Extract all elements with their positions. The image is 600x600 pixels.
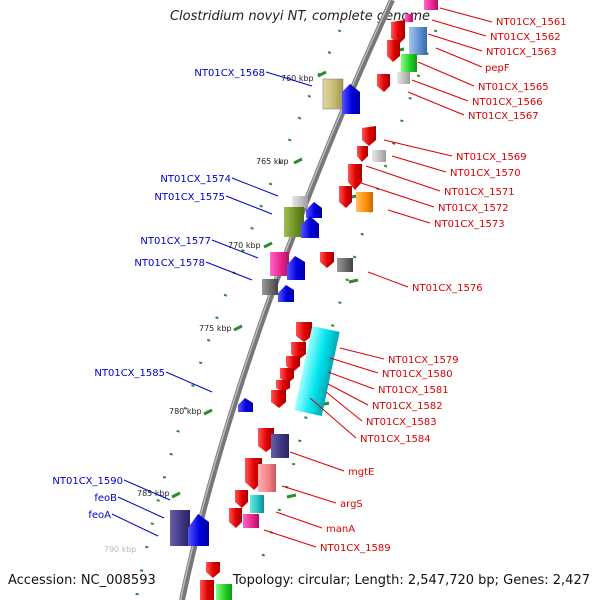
tick-label-790: 790 kbp bbox=[104, 545, 137, 554]
gene-nt01cx-1568-b bbox=[342, 84, 360, 114]
gene-pepf bbox=[424, 0, 438, 10]
gene-nt01cx-1567 bbox=[397, 72, 410, 84]
map-title: Clostridium novyi NT, complete genome bbox=[169, 9, 431, 24]
gene-nt01cx-1580 bbox=[294, 326, 340, 416]
gene-nt01cx-1561 bbox=[391, 20, 405, 45]
right-leaders bbox=[263, 7, 493, 548]
label-nt01cx-1576[interactable]: NT01CX_1576 bbox=[412, 283, 483, 294]
gene-nt01cx-1566 bbox=[401, 54, 417, 72]
gene-nt01cx-1589 bbox=[243, 514, 259, 528]
label-nt01cx-1573[interactable]: NT01CX_1573 bbox=[434, 219, 505, 230]
tick-label-785: 785 kbp bbox=[137, 489, 170, 498]
gene-args bbox=[245, 458, 262, 490]
gene-nt01cx-1563 bbox=[409, 27, 427, 55]
gene-nt01cx-1570-b bbox=[357, 146, 368, 162]
gene-nt01cx-1584 bbox=[271, 390, 286, 408]
label-nt01cx-1562[interactable]: NT01CX_1562 bbox=[490, 32, 561, 43]
tick-label-760: 760 kbp bbox=[281, 74, 314, 83]
gene-nt01cx-1570 bbox=[372, 150, 386, 162]
gene-nt01cx-1577 bbox=[270, 252, 289, 276]
label-args[interactable]: argS bbox=[340, 499, 363, 510]
label-nt01cx-1568[interactable]: NT01CX_1568 bbox=[194, 68, 265, 79]
label-nt01cx-1566[interactable]: NT01CX_1566 bbox=[472, 97, 543, 108]
label-nt01cx-1567[interactable]: NT01CX_1567 bbox=[468, 111, 539, 122]
gene-nt01cx-1573 bbox=[356, 192, 373, 212]
gene-nt01cx-1568-a bbox=[322, 78, 344, 110]
topology-text: Topology: circular; Length: 2,547,720 bp… bbox=[232, 573, 590, 588]
gene-nt01cx-1585 bbox=[238, 398, 253, 412]
gene-nt01cx-1562 bbox=[405, 14, 413, 22]
tick-label-775: 775 kbp bbox=[199, 324, 232, 333]
gene-nt01cx-1579 bbox=[296, 322, 312, 342]
gene-nt01cx-1572 bbox=[339, 186, 352, 208]
label-nt01cx-1583[interactable]: NT01CX_1583 bbox=[366, 417, 437, 428]
gene-mgte-b bbox=[271, 434, 289, 458]
label-nt01cx-1577[interactable]: NT01CX_1577 bbox=[140, 236, 211, 247]
gene-nt01cx-1575-b bbox=[301, 216, 319, 238]
label-nt01cx-1579[interactable]: NT01CX_1579 bbox=[388, 355, 459, 366]
gene-nt01cx-1576 bbox=[320, 252, 334, 268]
gene-mana bbox=[250, 495, 264, 513]
gene-nt01cx-1569 bbox=[362, 126, 376, 146]
left-genes bbox=[170, 78, 360, 546]
gene-nt01cx-1575 bbox=[284, 207, 304, 237]
tick-label-765: 765 kbp bbox=[256, 157, 289, 166]
gene-mgte bbox=[258, 428, 274, 452]
label-nt01cx-1589[interactable]: NT01CX_1589 bbox=[320, 543, 391, 554]
right-genes bbox=[200, 0, 438, 600]
gene-nt01cx-1578-b bbox=[278, 285, 294, 302]
gene-nt01cx-1567-b bbox=[377, 74, 390, 92]
label-nt01cx-1563[interactable]: NT01CX_1563 bbox=[486, 47, 557, 58]
tick-label-780: 780 kbp bbox=[169, 407, 202, 416]
gene-nt01cx-1583 bbox=[276, 380, 290, 392]
gene-feob bbox=[188, 514, 209, 546]
gene-nt01cx-1571 bbox=[348, 164, 362, 190]
label-nt01cx-1585[interactable]: NT01CX_1585 bbox=[94, 368, 165, 379]
label-nt01cx-1570[interactable]: NT01CX_1570 bbox=[450, 168, 521, 179]
gene-nt01cx-1578 bbox=[262, 279, 278, 295]
label-nt01cx-1571[interactable]: NT01CX_1571 bbox=[444, 187, 515, 198]
gene-args-b bbox=[258, 464, 276, 492]
label-nt01cx-1565[interactable]: NT01CX_1565 bbox=[478, 82, 549, 93]
label-nt01cx-1584[interactable]: NT01CX_1584 bbox=[360, 434, 431, 445]
gene-nt01cx-1565 bbox=[387, 40, 400, 62]
gene-bottom-green bbox=[216, 584, 232, 600]
gene-nt01cx-1590 bbox=[170, 510, 190, 546]
label-feob[interactable]: feoB bbox=[94, 493, 117, 504]
label-nt01cx-1582[interactable]: NT01CX_1582 bbox=[372, 401, 443, 412]
gene-nt01cx-1577-b bbox=[287, 256, 305, 280]
gene-mana-a bbox=[235, 490, 248, 508]
label-nt01cx-1572[interactable]: NT01CX_1572 bbox=[438, 203, 509, 214]
left-leaders bbox=[111, 71, 313, 537]
label-pepf[interactable]: pepF bbox=[485, 63, 510, 74]
label-nt01cx-1580[interactable]: NT01CX_1580 bbox=[382, 369, 453, 380]
gene-nt01cx-1574-b bbox=[306, 202, 322, 218]
label-feoa[interactable]: feoA bbox=[88, 510, 111, 521]
label-nt01cx-1581[interactable]: NT01CX_1581 bbox=[378, 385, 449, 396]
label-nt01cx-1575[interactable]: NT01CX_1575 bbox=[154, 192, 225, 203]
accession-text: Accession: NC_008593 bbox=[8, 573, 156, 588]
label-nt01cx-1569[interactable]: NT01CX_1569 bbox=[456, 152, 527, 163]
gene-bottom-red-2 bbox=[200, 580, 214, 600]
gene-nt01cx-1574 bbox=[292, 196, 308, 208]
gene-nt01cx-1576-b bbox=[337, 258, 353, 272]
gene-nt01cx-1580-b bbox=[291, 342, 306, 360]
label-nt01cx-1590[interactable]: NT01CX_1590 bbox=[52, 476, 123, 487]
label-nt01cx-1578[interactable]: NT01CX_1578 bbox=[134, 258, 205, 269]
label-mgte[interactable]: mgtE bbox=[348, 467, 374, 478]
gene-bottom-red bbox=[206, 562, 220, 578]
label-nt01cx-1574[interactable]: NT01CX_1574 bbox=[160, 174, 231, 185]
label-mana[interactable]: manA bbox=[326, 524, 355, 535]
label-nt01cx-1561[interactable]: NT01CX_1561 bbox=[496, 17, 567, 28]
gene-nt01cx-1589-a bbox=[229, 508, 242, 528]
tick-label-770: 770 kbp bbox=[228, 241, 261, 250]
